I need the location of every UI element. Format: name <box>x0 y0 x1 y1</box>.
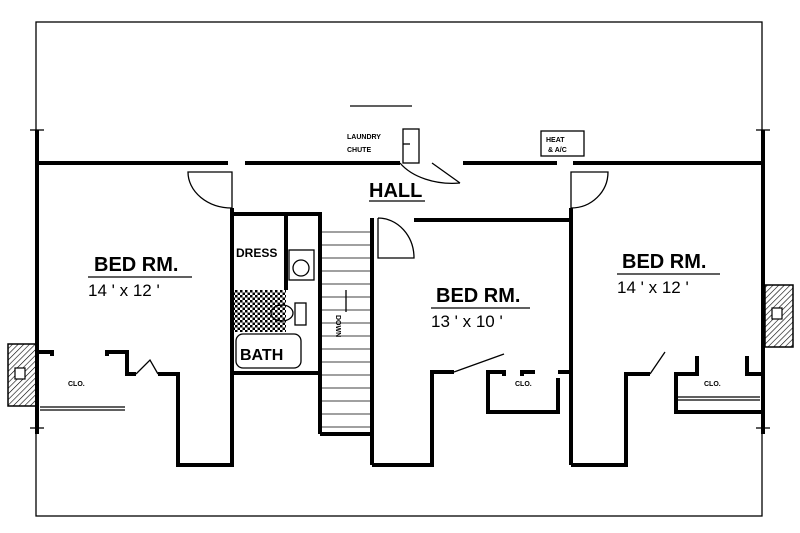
stair-bath-walls <box>232 212 374 465</box>
stair-treads <box>322 231 370 428</box>
right-bedroom-walls <box>569 208 763 467</box>
exterior-walls <box>30 129 770 434</box>
bath-label: BATH <box>240 347 283 364</box>
closet-label-right: CLO. <box>704 381 721 388</box>
laundry-chute <box>350 105 420 164</box>
down-label: DOWN <box>334 315 341 337</box>
room-1-name: BED RM. <box>94 254 178 276</box>
bath-fixtures <box>234 249 315 369</box>
middle-bedroom-walls <box>372 218 573 467</box>
closet-label-middle: CLO. <box>515 381 532 388</box>
laundry-label-line2: CHUTE <box>347 147 371 154</box>
closet-label-left: CLO. <box>68 381 85 388</box>
hall-label: HALL <box>369 180 422 202</box>
heat-label-line1: HEAT <box>546 137 565 144</box>
door-swings <box>135 162 666 375</box>
room-2-name: BED RM. <box>436 285 520 307</box>
chimney-right <box>764 284 794 348</box>
room-1-size: 14 ' x 12 ' <box>88 281 160 300</box>
chimney-left <box>7 343 37 407</box>
room-3-size: 14 ' x 12 ' <box>617 278 689 297</box>
dress-label: DRESS <box>236 246 277 260</box>
room-3-name: BED RM. <box>622 251 706 273</box>
heat-label-line2: & A/C <box>548 147 567 154</box>
room-2-size: 13 ' x 10 ' <box>431 312 503 331</box>
left-bedroom-walls <box>37 208 234 467</box>
laundry-label-line1: LAUNDRY <box>347 134 381 141</box>
heat-ac-box <box>540 130 585 157</box>
